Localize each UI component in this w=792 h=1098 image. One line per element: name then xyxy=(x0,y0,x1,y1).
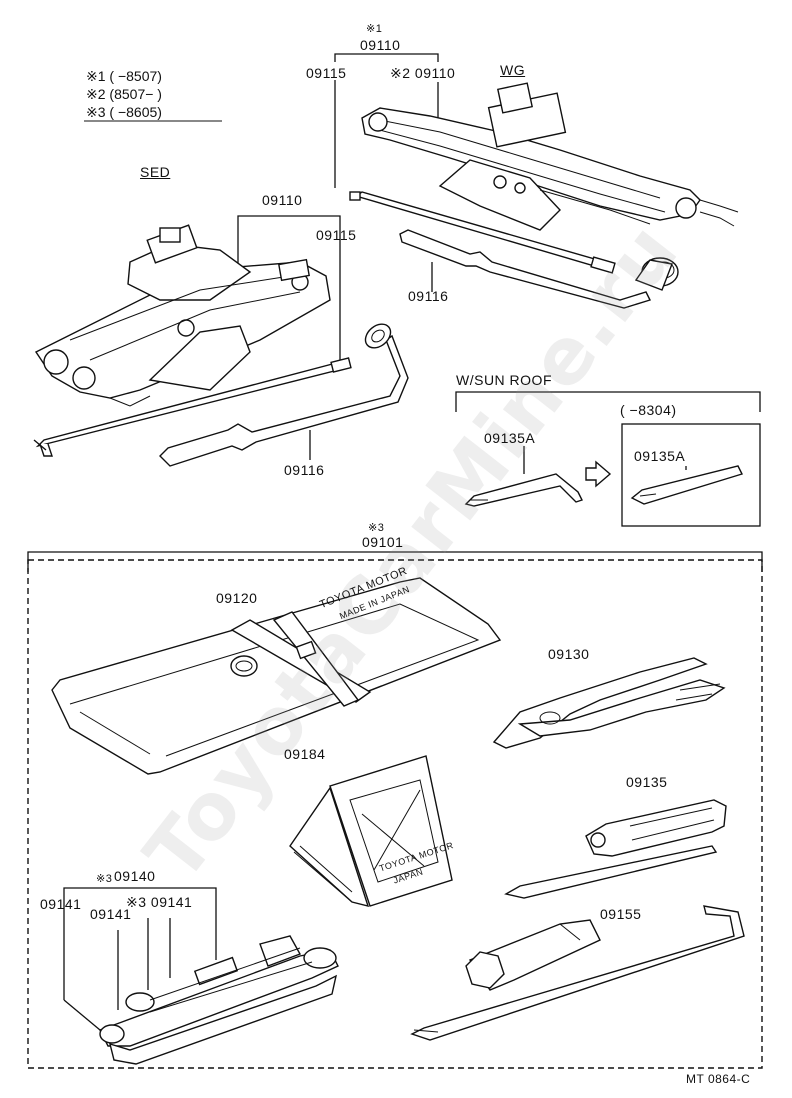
section-label-wg: WG xyxy=(500,62,526,78)
part-number-wrench-c: ※3 09141 xyxy=(126,894,193,910)
part-number-wg-handle: 09115 xyxy=(306,65,347,81)
part-number-kit: 09101 xyxy=(362,534,404,550)
section-label-sed: SED xyxy=(140,164,171,180)
sed-leaders xyxy=(237,215,341,460)
part-number-wg-jack: 09110 xyxy=(360,37,401,53)
part-number-bag: 09120 xyxy=(216,590,258,606)
sed-jack xyxy=(34,224,331,407)
part-mark-wg: ※1 xyxy=(366,23,383,35)
legend-mark-1: ※1 xyxy=(86,68,106,84)
wrench-set-leaders xyxy=(63,887,217,1031)
part-number-sunroof-tool: 09135A xyxy=(484,430,536,446)
wg-lug-wrench xyxy=(399,229,679,309)
arrow-icon xyxy=(585,460,612,488)
sunroof-tool-old xyxy=(630,465,743,505)
wg-leaders xyxy=(334,53,439,292)
screwdriver xyxy=(504,799,727,899)
wheel-chock xyxy=(289,755,453,907)
wg-jack-handle xyxy=(349,191,616,274)
part-number-sunroof-tool-old: 09135A xyxy=(634,448,686,464)
part-mark-kit: ※3 xyxy=(368,522,385,534)
wrench-set xyxy=(99,935,339,1065)
part-number-kit-lug-wrench: 09155 xyxy=(600,906,642,922)
legend-row-3: ※3 ( −8605) xyxy=(86,104,162,121)
legend-mark-2: ※2 xyxy=(86,86,106,102)
kit-box xyxy=(27,551,763,1069)
kit-lug-wrench xyxy=(410,905,745,1041)
sunroof-tool xyxy=(464,473,583,507)
tool-bag xyxy=(51,577,502,775)
legend-row-1: ※1 ( −8507) xyxy=(86,68,162,85)
legend-range-1: ( −8507) xyxy=(109,68,162,84)
legend-row-2: ※2 (8507− ) xyxy=(86,86,162,103)
sunroof-range: ( −8304) xyxy=(620,402,677,418)
part-number-wg-wrench: 09116 xyxy=(408,288,449,304)
part-number-wrench-b: 09141 xyxy=(90,906,132,922)
sunroof-old-box xyxy=(621,423,761,527)
section-label-sunroof: W/SUN ROOF xyxy=(456,372,552,388)
part-number-sed-handle: 09115 xyxy=(316,227,357,243)
part-number-screwdriver: 09135 xyxy=(626,774,668,790)
part-number-sed-jack: 09110 xyxy=(262,192,303,208)
part-number-wrench-a: 09141 xyxy=(40,896,82,912)
wg-scissor-jack xyxy=(361,82,739,231)
legend-mark-3: ※3 xyxy=(86,104,106,120)
legend-range-3: ( −8605) xyxy=(109,104,162,120)
legend-range-2: (8507− ) xyxy=(109,86,162,102)
part-mark-wrench-set: ※3 xyxy=(96,873,113,885)
part-number-pliers: 09130 xyxy=(548,646,590,662)
diagram-code: MT 0864-C xyxy=(686,1072,751,1086)
part-number-chock: 09184 xyxy=(284,746,326,762)
sunroof-bracket xyxy=(455,391,761,527)
part-number-wrench-set: 09140 xyxy=(114,868,156,884)
sed-lug-wrench xyxy=(159,323,409,467)
part-number-wg-jack-2: ※2 09110 xyxy=(390,65,456,81)
sed-jack-handle xyxy=(33,357,352,457)
part-number-sed-wrench: 09116 xyxy=(284,462,325,478)
pliers xyxy=(492,657,726,749)
